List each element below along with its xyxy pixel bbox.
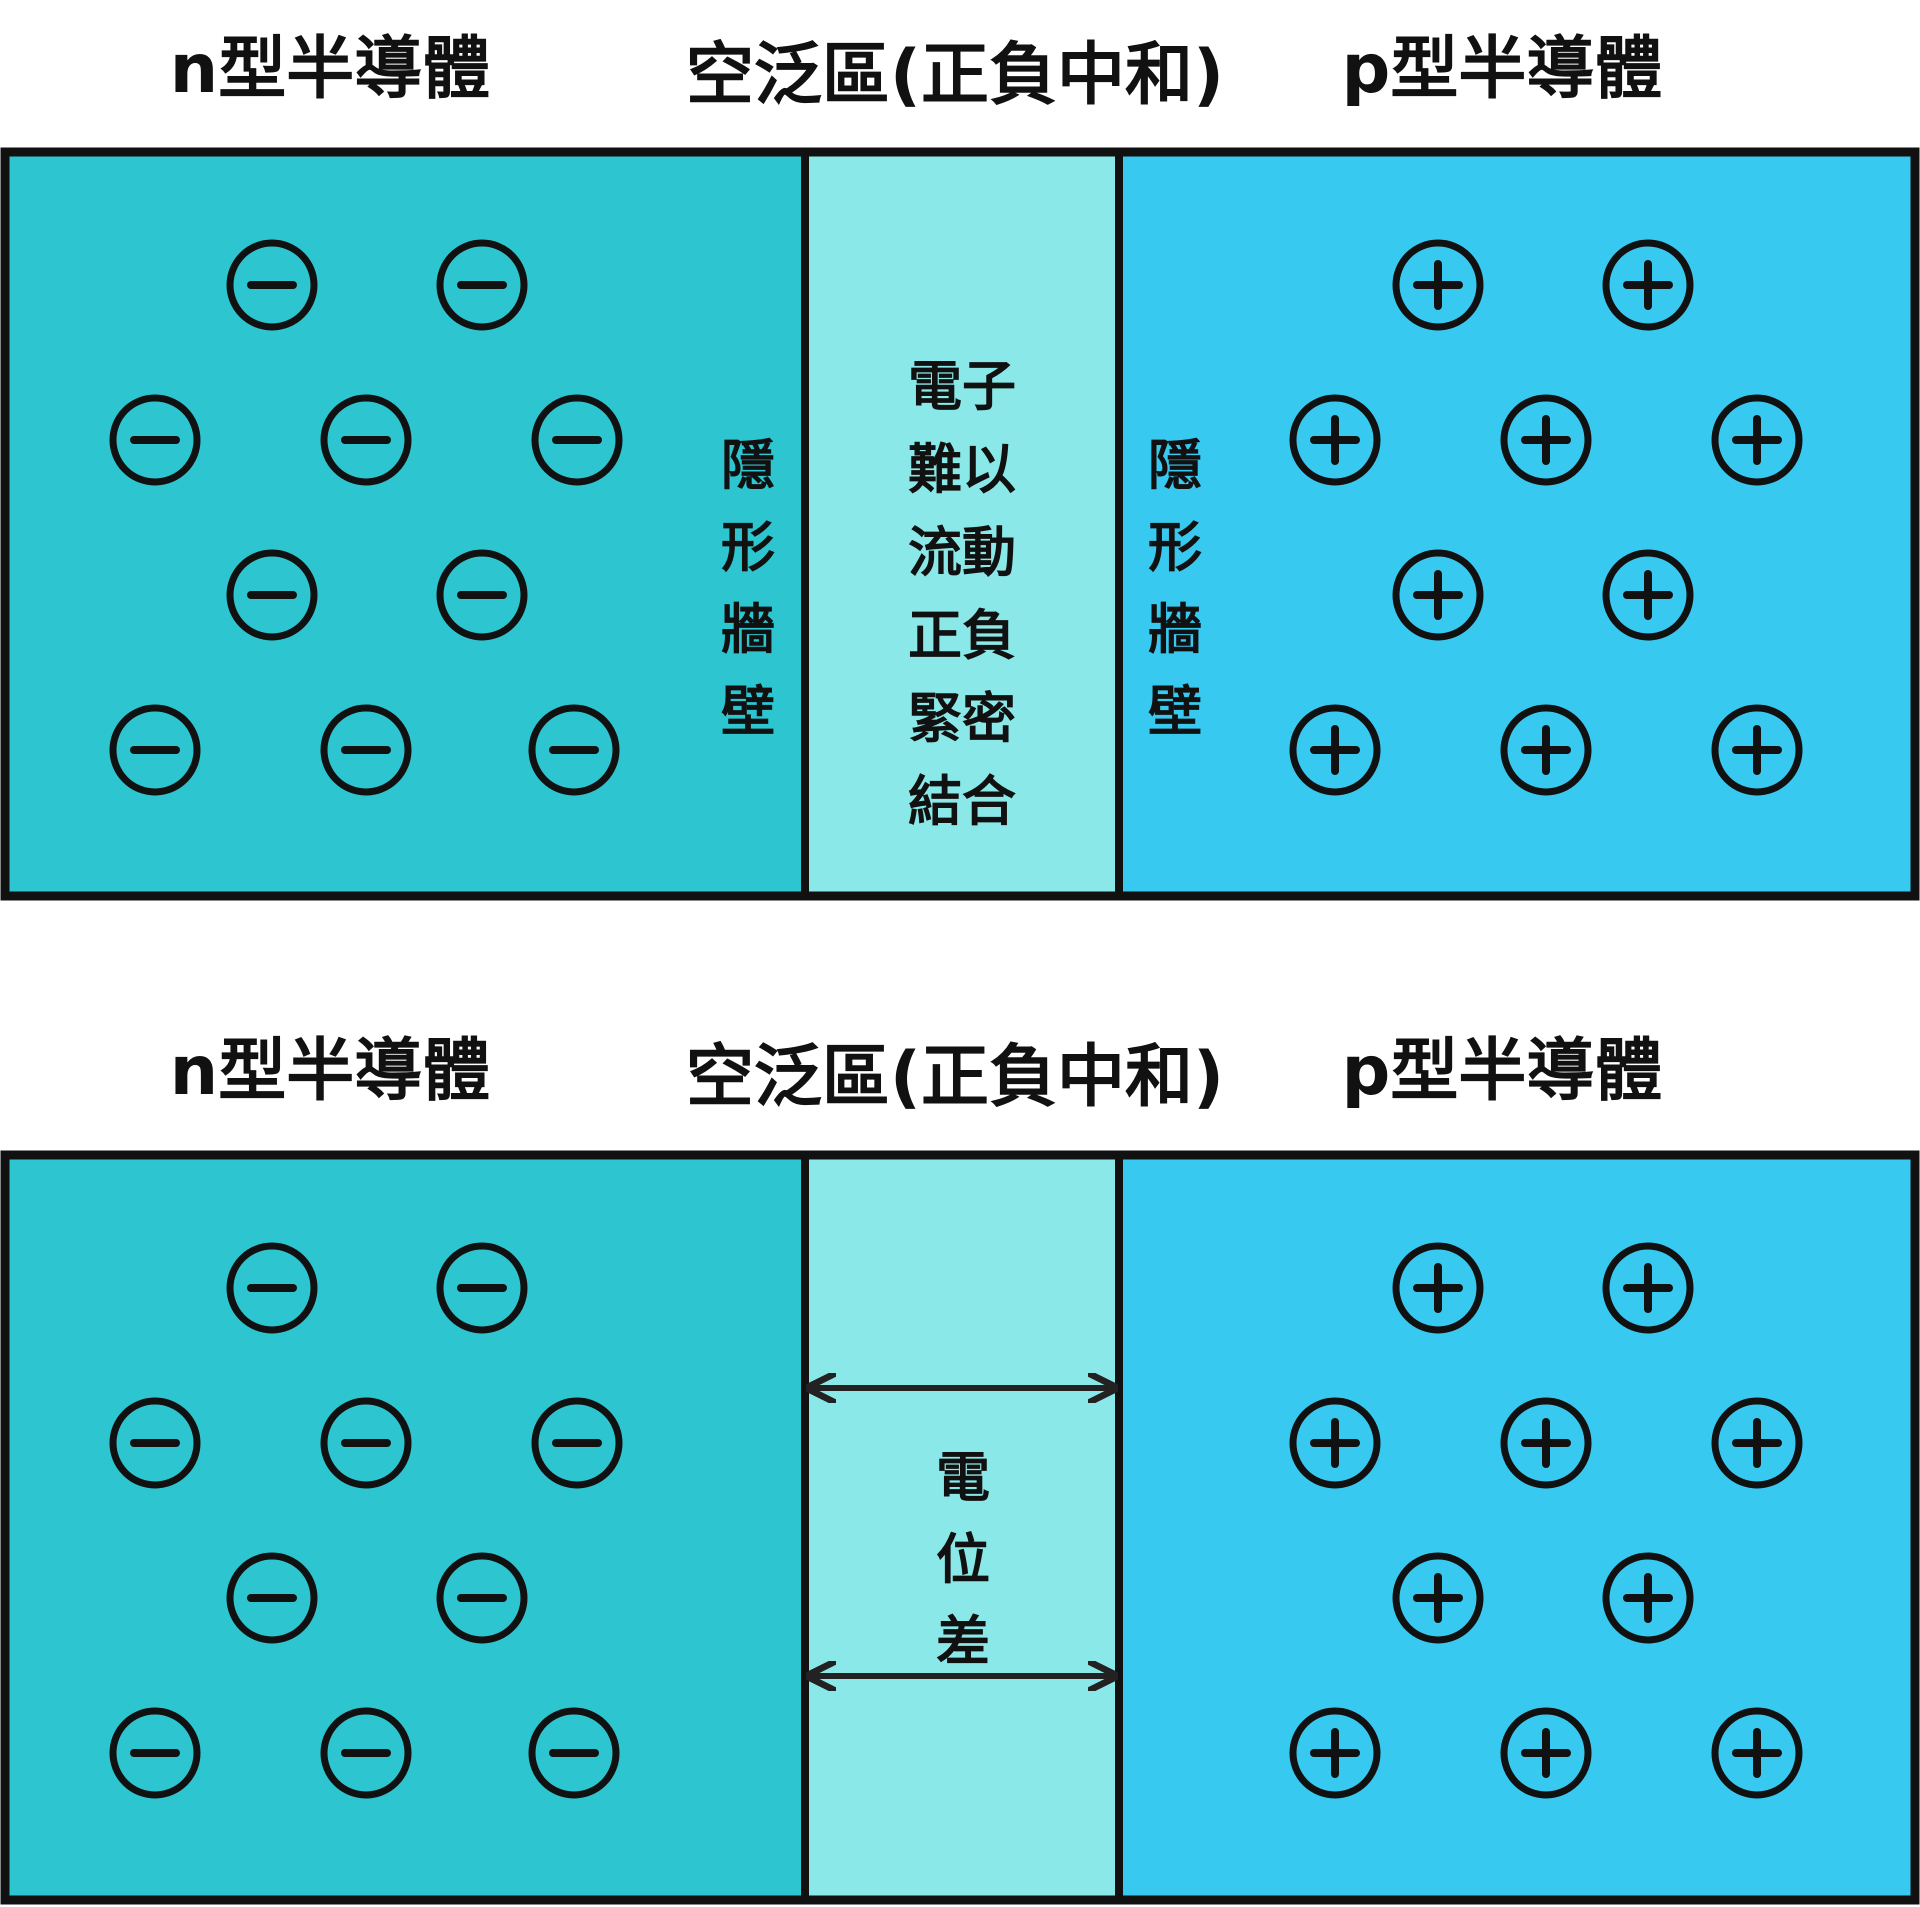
minus-circle-icon <box>226 549 318 641</box>
minus-circle-icon <box>531 394 623 486</box>
panel-bottom-border <box>0 1150 1920 1905</box>
minus-circle-icon <box>528 1707 620 1799</box>
plus-circle-icon <box>1289 1707 1381 1799</box>
plus-circle-icon <box>1711 704 1803 796</box>
plus-circle-icon <box>1500 394 1592 486</box>
negative-ions-bottom <box>109 1242 623 1799</box>
depletion-region <box>805 1155 1119 1900</box>
description-line: 正負 <box>908 604 1016 667</box>
description-line: 流動 <box>908 521 1016 584</box>
plus-circle-icon <box>1711 394 1803 486</box>
minus-circle-icon <box>109 704 201 796</box>
plus-circle-icon <box>1392 1242 1484 1334</box>
n-type-header: n型半導體 <box>170 1032 490 1111</box>
potential-difference-label: 電 位 差 <box>936 1446 990 1673</box>
plus-circle-icon <box>1711 1397 1803 1489</box>
plus-circle-icon <box>1392 1552 1484 1644</box>
p-type-region <box>1119 152 1915 896</box>
minus-circle-icon <box>226 239 318 331</box>
minus-circle-icon <box>531 1397 623 1489</box>
wall-char: 隱 <box>721 434 775 497</box>
panel-top-border <box>0 147 1920 901</box>
potential-char: 電 <box>936 1446 990 1509</box>
wall-char: 牆 <box>721 598 775 661</box>
plus-circle-icon <box>1289 704 1381 796</box>
plus-circle-icon <box>1500 1707 1592 1799</box>
minus-circle-icon <box>436 239 528 331</box>
depletion-header: 空泛區(正負中和) <box>686 1038 1224 1117</box>
depletion-header: 空泛區(正負中和) <box>686 36 1224 115</box>
plus-circle-icon <box>1289 1397 1381 1489</box>
plus-circle-icon <box>1500 704 1592 796</box>
description-line: 電子 <box>908 355 1016 418</box>
wall-char: 壁 <box>1148 680 1202 743</box>
p-type-header: p型半導體 <box>1342 1032 1663 1111</box>
plus-circle-icon <box>1289 394 1381 486</box>
n-type-region <box>5 152 805 896</box>
depletion-region <box>805 152 1119 896</box>
minus-circle-icon <box>109 1707 201 1799</box>
potential-char: 位 <box>936 1528 990 1591</box>
plus-circle-icon <box>1711 1707 1803 1799</box>
plus-circle-icon <box>1392 549 1484 641</box>
plus-circle-icon <box>1602 549 1694 641</box>
n-type-header: n型半導體 <box>170 30 490 109</box>
wall-char: 隱 <box>1148 434 1202 497</box>
left-invisible-wall-label: 隱 形 牆 壁 <box>721 434 775 743</box>
panel-top: n型半導體 空泛區(正負中和) p型半導體 隱 形 牆 壁 隱 形 牆 壁 電子… <box>0 30 1920 901</box>
right-invisible-wall-label: 隱 形 牆 壁 <box>1148 434 1202 743</box>
plus-circle-icon <box>1602 239 1694 331</box>
description-line: 結合 <box>908 770 1016 833</box>
plus-circle-icon <box>1602 1242 1694 1334</box>
plus-circle-icon <box>1602 1552 1694 1644</box>
description-line: 緊密 <box>908 687 1016 750</box>
minus-circle-icon <box>109 394 201 486</box>
plus-circle-icon <box>1500 1397 1592 1489</box>
positive-ions-top <box>1289 239 1803 796</box>
positive-ions-bottom <box>1289 1242 1803 1799</box>
minus-circle-icon <box>320 1397 412 1489</box>
p-type-header: p型半導體 <box>1342 30 1663 109</box>
n-type-region <box>5 1155 805 1900</box>
wall-char: 形 <box>721 516 775 579</box>
minus-circle-icon <box>226 1242 318 1334</box>
panel-bottom: n型半導體 空泛區(正負中和) p型半導體 電 位 差 <box>0 1032 1920 1905</box>
minus-circle-icon <box>109 1397 201 1489</box>
minus-circle-icon <box>320 704 412 796</box>
minus-circle-icon <box>436 1552 528 1644</box>
wall-char: 形 <box>1148 516 1202 579</box>
minus-circle-icon <box>436 549 528 641</box>
p-type-region <box>1119 1155 1915 1900</box>
minus-circle-icon <box>436 1242 528 1334</box>
minus-circle-icon <box>320 1707 412 1799</box>
potential-char: 差 <box>936 1610 990 1673</box>
minus-circle-icon <box>226 1552 318 1644</box>
minus-circle-icon <box>528 704 620 796</box>
description-line: 難以 <box>908 438 1016 501</box>
negative-ions-top <box>109 239 623 796</box>
depletion-description: 電子 難以 流動 正負 緊密 結合 <box>908 355 1016 833</box>
wall-char: 牆 <box>1148 598 1202 661</box>
minus-circle-icon <box>320 394 412 486</box>
plus-circle-icon <box>1392 239 1484 331</box>
wall-char: 壁 <box>721 680 775 743</box>
